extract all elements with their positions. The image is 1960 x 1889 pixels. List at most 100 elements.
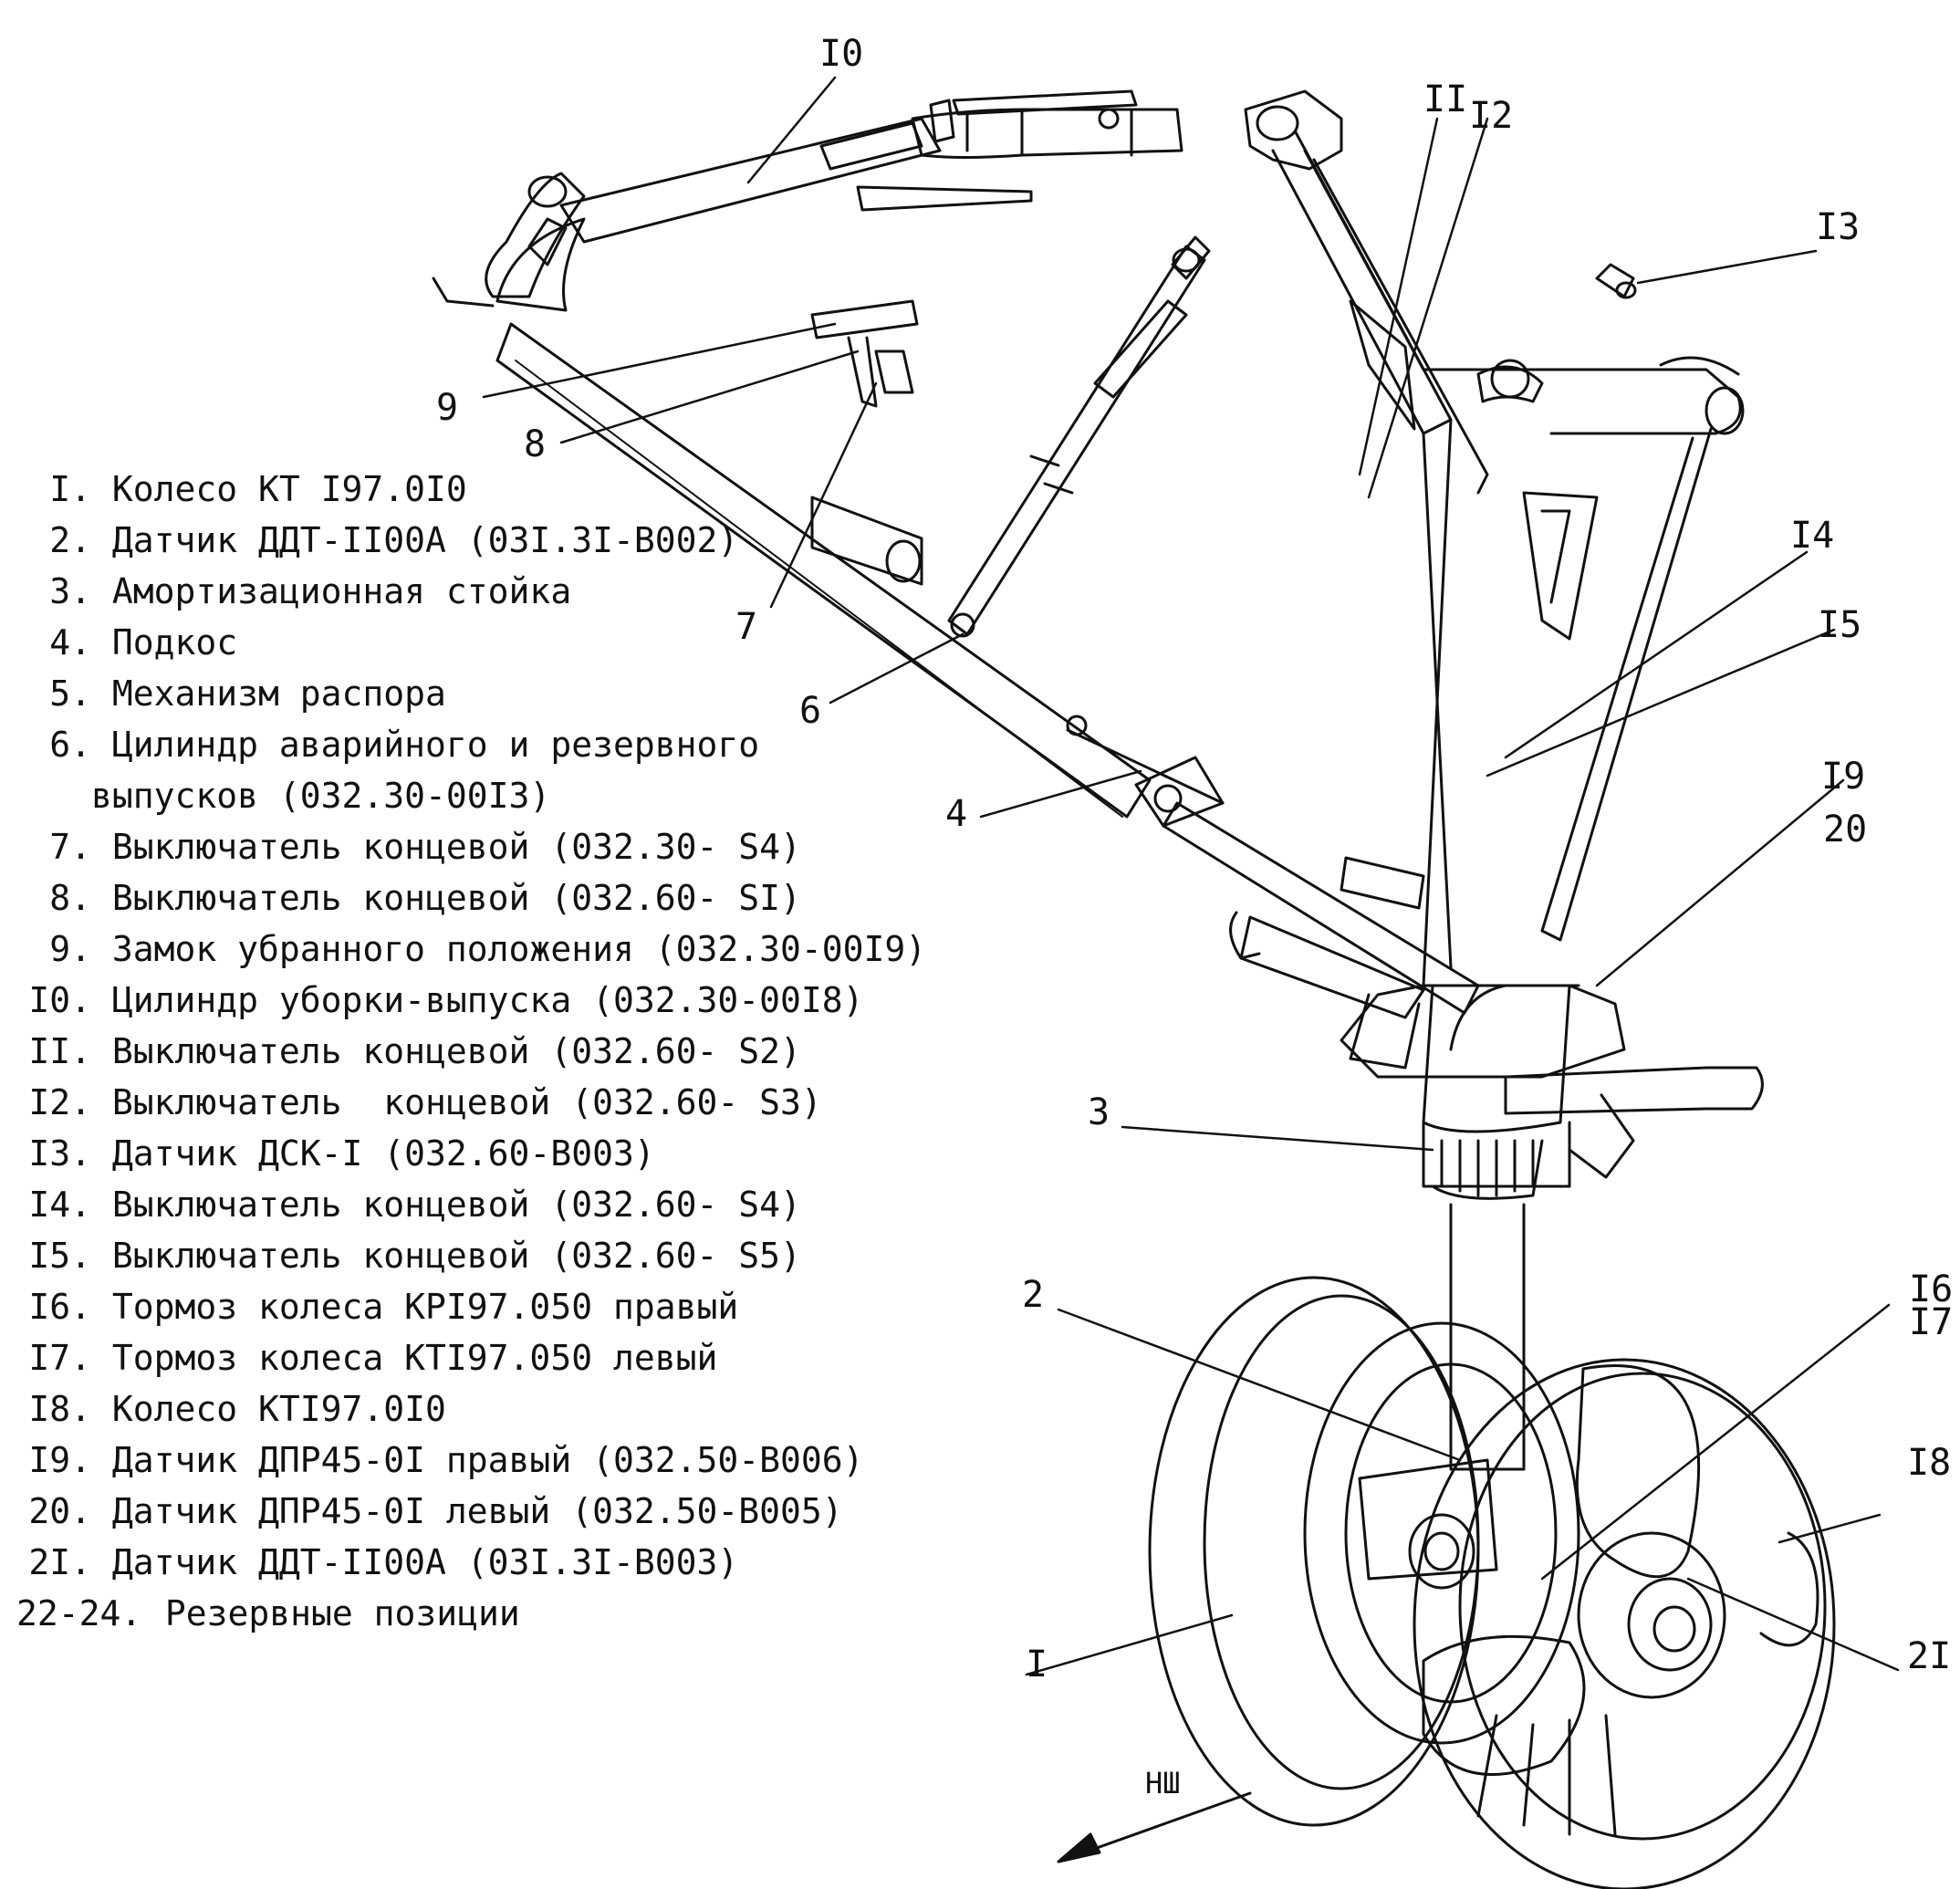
legend-item: 2. Датчик ДДТ-II00А (03I.3I-В002) [16, 515, 926, 566]
retraction-cylinder [559, 89, 1183, 244]
legend-item-text: Датчик ДПР45-0I левый (032.50-В005) [91, 1491, 843, 1531]
legend-item-text: Тормоз колеса КРI97.050 правый [91, 1287, 739, 1327]
legend-item-number: 3. [49, 571, 91, 611]
callout-10: I0 [819, 33, 863, 75]
callout-18: I8 [1907, 1442, 1951, 1484]
leader-lines [482, 76, 1900, 1676]
legend-item-number: 4. [49, 622, 91, 663]
legend-item: I7. Тормоз колеса КТI97.050 левый [16, 1332, 926, 1383]
callout-7: 7 [735, 606, 757, 648]
legend-item-number: I5. [28, 1236, 91, 1276]
legend-item-text: Выключатель концевой (032.60- S5) [91, 1236, 801, 1276]
legend-item: 3. Амортизационная стойка [16, 566, 926, 617]
sensor-13 [1595, 263, 1637, 299]
legend-item-number: I8. [28, 1389, 91, 1429]
legend-item-text: Выключатель концевой (032.30- S4) [91, 827, 801, 867]
legend-item-text: Датчик ДДТ-II00А (03I.3I-В002) [91, 520, 739, 560]
legend-item: I8. Колесо КТI97.0I0 [16, 1383, 926, 1435]
callout-1: I [1026, 1644, 1048, 1685]
callout-21: 2I [1907, 1635, 1951, 1677]
legend-item-text: Замок убранного положения (032.30-00I9) [91, 929, 927, 969]
legend-item-text: Колесо КТ I97.0I0 [91, 469, 467, 509]
legend-item-text: Цилиндр аварийного и резервного [91, 725, 760, 765]
legend-item: I3. Датчик ДСК-I (032.60-В003) [16, 1128, 926, 1179]
legend-item-text: выпусков (032.30-00I3) [91, 776, 551, 816]
legend-item-text: Датчик ДДТ-II00А (03I.3I-В003) [91, 1542, 739, 1582]
callout-17: I7 [1909, 1301, 1953, 1343]
legend-item: 20. Датчик ДПР45-0I левый (032.50-В005) [16, 1486, 926, 1537]
callout-8: 8 [524, 423, 546, 465]
callout-11: II [1423, 78, 1467, 120]
legend-item-number: 2. [49, 520, 91, 560]
wheel-left [1148, 1276, 1580, 1827]
legend-item-text: Выключатель концевой (032.60- S2) [91, 1031, 801, 1071]
legend-item-number: I6. [28, 1287, 91, 1327]
legend-item-text: Цилиндр уборки-выпуска (032.30-00I8) [91, 980, 864, 1020]
callout-19: I9 [1821, 756, 1865, 798]
legend-item-number: I0. [28, 980, 91, 1020]
legend-item-text: Выключатель концевой (032.60- S4) [91, 1185, 801, 1225]
legend-item-number: I9. [28, 1440, 91, 1480]
legend-item: 8. Выключатель концевой (032.60- SI) [16, 872, 926, 924]
shock-strut [1244, 89, 1764, 1471]
legend-item: I. Колесо КТ I97.0I0 [16, 464, 926, 515]
legend-item: выпусков (032.30-00I3) [16, 770, 926, 821]
legend-item-number: 8. [49, 878, 91, 918]
legend-item-text: Тормоз колеса КТI97.050 левый [91, 1338, 718, 1378]
legend-item: I0. Цилиндр уборки-выпуска (032.30-00I8) [16, 975, 926, 1026]
legend-item: 5. Механизм распора [16, 668, 926, 719]
legend-item-number: 5. [49, 673, 91, 714]
legend-item-number: 9. [49, 929, 91, 969]
legend-item-number: I3. [28, 1133, 91, 1174]
legend-item: I4. Выключатель концевой (032.60- S4) [16, 1179, 926, 1230]
legend-item-number: 6. [49, 725, 91, 765]
legend-item-text: Амортизационная стойка [91, 571, 572, 611]
legend-item-text: Выключатель концевой (032.60- SI) [91, 878, 801, 918]
legend-item-number: I. [49, 469, 91, 509]
legend-item-number: I4. [28, 1185, 91, 1225]
legend-item: II. Выключатель концевой (032.60- S2) [16, 1026, 926, 1077]
legend-item-text: Резервные позиции [144, 1593, 520, 1633]
callout-12: I2 [1469, 95, 1513, 137]
direction-label: НШ [1145, 1766, 1181, 1800]
legend-item-text: Колесо КТI97.0I0 [91, 1389, 446, 1429]
legend-item: 4. Подкос [16, 617, 926, 668]
emergency-cylinder [947, 235, 1211, 638]
callout-15: I5 [1818, 604, 1861, 646]
direction-arrow [1057, 1791, 1252, 1863]
wheel-right [1413, 1358, 1836, 1889]
callout-20: 20 [1823, 809, 1867, 851]
legend-item-text: Механизм распора [91, 673, 446, 714]
legend-item-text: Подкос [91, 622, 238, 663]
axle [1229, 856, 1635, 1179]
callout-3: 3 [1088, 1091, 1110, 1133]
legend-item-number: 7. [49, 827, 91, 867]
legend-item: I5. Выключатель концевой (032.60- S5) [16, 1230, 926, 1281]
legend-item-number: II. [28, 1031, 91, 1071]
callout-13: I3 [1816, 206, 1860, 248]
legend-item-text: Датчик ДСК-I (032.60-В003) [91, 1133, 655, 1174]
callout-14: I4 [1790, 515, 1834, 557]
callout-9: 9 [436, 387, 458, 429]
legend-item: 2I. Датчик ДДТ-II00А (03I.3I-В003) [16, 1537, 926, 1588]
legend-item-text: Выключатель концевой (032.60- S3) [91, 1082, 822, 1122]
legend-item: 22-24. Резервные позиции [16, 1588, 926, 1639]
callout-6: 6 [799, 690, 821, 732]
legend-item: I6. Тормоз колеса КРI97.050 правый [16, 1281, 926, 1332]
legend-item: I9. Датчик ДПР45-0I правый (032.50-В006) [16, 1435, 926, 1486]
callout-4: 4 [945, 793, 967, 835]
legend-item: 9. Замок убранного положения (032.30-00I… [16, 924, 926, 975]
uplock-assembly [810, 299, 919, 408]
legend-item-number: 22-24. [16, 1593, 142, 1633]
legend-item: 7. Выключатель концевой (032.30- S4) [16, 821, 926, 872]
legend-item: 6. Цилиндр аварийного и резервного [16, 719, 926, 770]
legend-item: I2. Выключатель концевой (032.60- S3) [16, 1077, 926, 1128]
legend-item-number: 2I. [28, 1542, 91, 1582]
legend-item-number: I2. [28, 1082, 91, 1122]
callout-16: I6 [1909, 1268, 1953, 1310]
legend-item-text: Датчик ДПР45-0I правый (032.50-В006) [91, 1440, 864, 1480]
callout-2: 2 [1022, 1274, 1044, 1316]
